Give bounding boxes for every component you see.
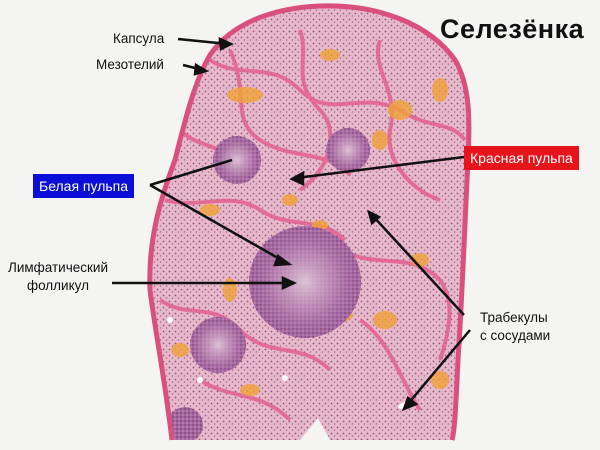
page-title: Селезёнка: [440, 14, 585, 44]
annotation-arrows: [112, 36, 471, 412]
spleen-tissue: [149, 5, 469, 441]
label-lymph-follicle-line1: Лимфатический: [8, 260, 109, 275]
label-red-pulp: Красная пульпа: [464, 146, 579, 170]
label-trabeculae-line1: Трабекулы: [480, 310, 548, 325]
label-white-pulp: Белая пульпа: [33, 174, 135, 198]
label-trabeculae-line2: с сосудами: [480, 328, 551, 343]
label-mesothelium: Мезотелий: [96, 57, 164, 72]
label-lymph-follicle: Лимфатический фолликул: [8, 260, 108, 293]
label-trabeculae: Трабекулы с сосудами: [480, 310, 550, 343]
capsule-outline: [147, 3, 472, 441]
label-lymph-follicle-line2: фолликул: [26, 278, 89, 293]
white-pulp-follicles: [167, 128, 370, 441]
label-capsule: Капсула: [113, 31, 165, 46]
